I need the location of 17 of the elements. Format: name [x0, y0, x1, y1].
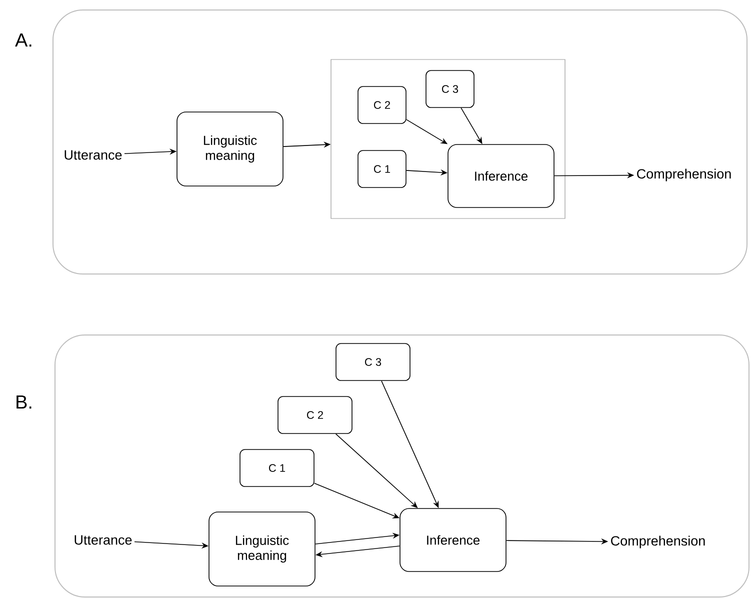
context-box: C 2: [358, 86, 406, 124]
group-box: [330, 59, 566, 219]
context-box: C 1: [358, 150, 406, 188]
context-box: C 1: [240, 449, 314, 487]
panel-letter: B.: [16, 395, 32, 409]
text-label: Comprehension: [611, 536, 705, 548]
context-box: C 3: [426, 70, 474, 108]
process-box: Inference: [448, 144, 554, 208]
process-box: Linguistic meaning: [208, 512, 316, 586]
process-box: Linguistic meaning: [176, 112, 284, 186]
text-label: Utterance: [74, 535, 132, 545]
context-box: C 2: [278, 396, 352, 434]
text-label: Comprehension: [637, 168, 731, 182]
panel-letter: A.: [15, 33, 32, 47]
process-box: Inference: [400, 508, 506, 572]
context-box: C 3: [336, 343, 410, 381]
text-label: Utterance: [64, 150, 122, 160]
